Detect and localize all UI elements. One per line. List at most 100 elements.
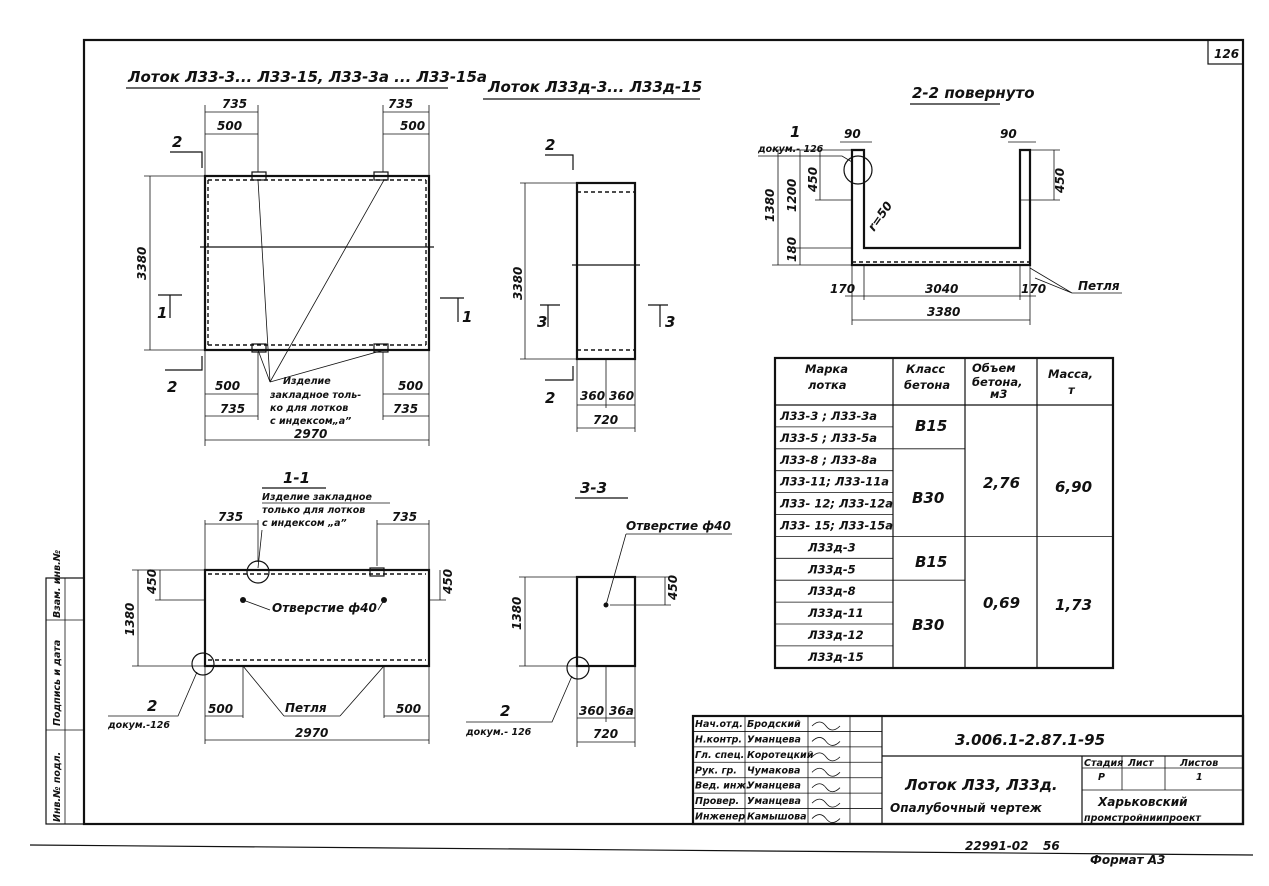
dim-1380: 1380: [510, 597, 524, 630]
name-cell: Уманцева: [747, 796, 801, 807]
dim-170: 170: [830, 282, 855, 296]
spec-table-frame: [773, 356, 1115, 670]
embedded-part: [251, 171, 267, 181]
table-header: т: [1068, 383, 1076, 397]
section-2-2-title: 2-2 повернуто: [912, 84, 1035, 102]
dim-720: 720: [593, 727, 618, 741]
class-cell: В30: [912, 489, 944, 507]
table-header: м3: [990, 387, 1007, 401]
mark-cell: Л33-11; Л33-11а: [779, 475, 889, 489]
mark-cell: Л33-3 ; Л33-3а: [779, 409, 877, 423]
leader-line: [466, 675, 573, 723]
dim-1380: 1380: [763, 189, 777, 222]
dim-500: 500: [400, 119, 425, 133]
section-mark-2: 2: [172, 133, 182, 151]
embedded-note-line: только для лотков: [262, 505, 365, 516]
signature-mark: [811, 767, 841, 777]
section-mark-1: 1: [157, 304, 167, 322]
dim-2970: 2970: [295, 726, 328, 740]
volume-cell: 0,69: [983, 594, 1020, 612]
dim-450: 450: [1053, 168, 1067, 194]
section-arrow: [545, 366, 574, 381]
dim-735: 735: [218, 510, 243, 524]
section-3-3-outline: [575, 575, 637, 668]
class-cell: В15: [915, 417, 947, 435]
org-name: Харьковский: [1097, 795, 1188, 809]
plan-l33-outline: [203, 174, 431, 352]
name-cell: Уманцева: [747, 734, 801, 745]
title-block-frame: [691, 714, 1245, 826]
mark-cell: Л33- 12; Л33-12а: [779, 497, 893, 511]
dim-36a: 36а: [609, 704, 634, 718]
mass-cell: 6,90: [1055, 478, 1092, 496]
section-arrow: [540, 304, 560, 327]
name-cell: Уманцева: [747, 781, 801, 792]
item-subtitle: Опалубочный чертеж: [890, 801, 1043, 815]
role-cell: Рук. гр.: [695, 765, 737, 776]
signature-mark: [811, 814, 841, 823]
leader-line: [758, 155, 853, 163]
leader-line: [605, 533, 732, 606]
dim-735: 735: [388, 97, 413, 111]
callout-number: 2: [147, 697, 157, 715]
role-cell: Провер.: [695, 796, 739, 807]
embedded-note-line: с индексом„а”: [270, 416, 351, 427]
dim-500: 500: [398, 379, 423, 393]
sheets-value: 1: [1196, 772, 1203, 783]
plan-l33d-view: Лоток Л33д-3... Л33д-15 3380 2 2 3 3 360…: [483, 78, 702, 432]
role-cell: Гл. спец.: [695, 750, 744, 761]
leader-lines: [257, 179, 385, 383]
section-2-2-view: 2-2 повернуто 1 докум.- 126 90 90 1380 1…: [757, 84, 1122, 325]
sheet-frame: [82, 38, 1245, 826]
table-header: бетона: [904, 378, 950, 392]
plan-l33-title: Лоток Л33-3... Л33-15, Л33-3а ... Л33-15…: [127, 68, 487, 86]
callout-circle: [191, 652, 215, 676]
archive-number: 22991-02: [965, 839, 1028, 853]
dim-3380: 3380: [927, 305, 960, 319]
callout-doc: докум.- 126: [757, 144, 824, 155]
dim-450: 450: [806, 167, 820, 193]
side-stamp-label: Взам. инв.№: [52, 550, 63, 618]
dim-170: 170: [1021, 282, 1046, 296]
section-arrow: [440, 297, 464, 322]
section-arrow: [545, 154, 574, 170]
dim-2970: 2970: [294, 427, 327, 441]
embedded-part: [373, 343, 389, 353]
dim-500: 500: [208, 702, 233, 716]
dim-450: 450: [666, 575, 680, 601]
name-cell: Чумакова: [747, 765, 800, 776]
mark-cell: Л33-5 ; Л33-5а: [779, 431, 877, 445]
dim-450: 450: [145, 569, 159, 595]
table-header: бетона,: [972, 375, 1022, 389]
plan-l33d-outline: [575, 181, 637, 361]
dim-360: 360: [579, 704, 604, 718]
section-arrow: [170, 151, 203, 168]
embedded-note-line: ко для лотков: [270, 403, 348, 414]
mass-cell: 1,73: [1055, 596, 1092, 614]
table-header: Объем: [972, 361, 1016, 375]
name-cell: Бродский: [747, 719, 801, 730]
dim-90: 90: [844, 127, 861, 141]
mark-cell: Л33д-5: [807, 562, 856, 576]
section-mark-3: 3: [665, 313, 675, 331]
leader-line: [1029, 267, 1122, 294]
section-arrow: [648, 304, 668, 327]
embedded-part: [373, 171, 389, 181]
dim-90: 90: [1000, 127, 1017, 141]
section-mark-3: 3: [537, 313, 547, 331]
embedded-part: [369, 567, 385, 577]
table-header: лотка: [808, 378, 847, 392]
role-cell: Вед. инж.: [695, 781, 750, 792]
signature-mark: [811, 737, 841, 746]
section-mark-2: 2: [167, 378, 177, 396]
side-stamp-label: Подпись и дата: [52, 640, 63, 726]
side-stamp-label: Инв.№ подл.: [52, 752, 63, 822]
sheet-number-box: [1207, 39, 1244, 65]
hole-label: Отверстие ф40: [626, 519, 731, 533]
signature-mark: [811, 798, 841, 808]
mark-cell: Л33д-8: [807, 584, 856, 598]
mark-cell: Л33- 15; Л33-15а: [779, 519, 893, 533]
dim-180: 180: [785, 237, 799, 262]
